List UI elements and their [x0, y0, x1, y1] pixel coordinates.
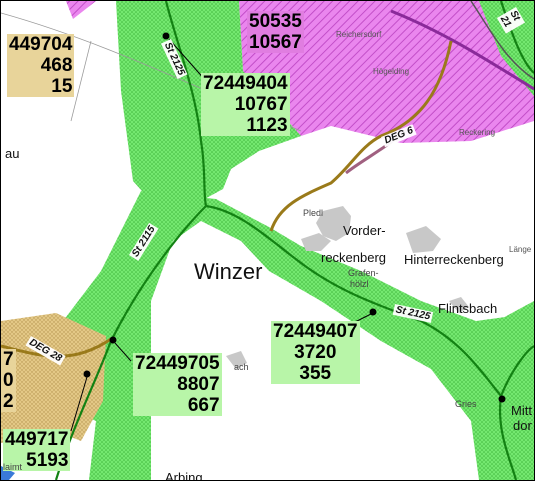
place-pledl[interactable]: Pledl	[303, 208, 324, 218]
code-label-far-left: 7 0 2	[1, 349, 16, 412]
place-lange[interactable]: Länge	[509, 245, 532, 254]
rail-line-2	[470, 1, 534, 80]
code-line: 468	[7, 55, 75, 76]
code-line: 5193	[3, 450, 71, 471]
place-haimt[interactable]: laimt	[3, 462, 23, 472]
settlement-areas	[226, 206, 469, 369]
code-line: 72449407	[271, 321, 360, 342]
code-line: 3720	[271, 342, 360, 363]
place-bach[interactable]: ach	[234, 362, 249, 372]
code-line: 10567	[247, 32, 304, 53]
place-reckenberg[interactable]: reckenberg	[321, 250, 387, 265]
code-line: 1123	[201, 115, 290, 136]
place-reckering[interactable]: Reckering	[459, 128, 496, 137]
code-line: 10767	[201, 94, 290, 115]
junction-dots	[83, 32, 506, 403]
code-line: 667	[133, 395, 222, 416]
code-line: 50535	[247, 11, 304, 32]
place-winzer[interactable]: Winzer	[194, 259, 263, 284]
place-mitterndorf-1[interactable]: Mitt	[511, 403, 532, 418]
code-label-center-top: 72449404 10767 1123	[201, 73, 290, 136]
code-line: 449717	[3, 429, 71, 450]
code-label-bottom-center: 72449705 8807 667	[133, 353, 222, 416]
place-flintsbach[interactable]: Flintsbach	[438, 301, 498, 316]
code-line: 7	[1, 349, 16, 370]
place-arbing[interactable]: Arbing	[165, 470, 203, 481]
place-grafenholzl-1[interactable]: Grafen-	[348, 268, 379, 278]
place-gries[interactable]: Gries	[455, 399, 477, 409]
protected-area-tan	[1, 313, 106, 443]
place-hinterreckenberg[interactable]: Hinterreckenberg	[404, 252, 504, 267]
rail-line	[390, 9, 534, 91]
code-label-bottom-left: 449717 5193	[3, 429, 71, 471]
code-line: 15	[7, 76, 75, 97]
protected-area-magenta	[66, 1, 534, 143]
code-label-top-magenta: 50535 10567	[247, 11, 304, 53]
code-line: 0	[1, 370, 16, 391]
place-vorder[interactable]: Vorder-	[343, 223, 386, 238]
place-grafenholzl-2[interactable]: hölzl	[350, 279, 369, 289]
code-line: 72449705	[133, 353, 222, 374]
code-line: 355	[271, 363, 360, 384]
code-line: 8807	[133, 374, 222, 395]
code-label-top-left: 449704 468 15	[7, 34, 75, 97]
road-deg6	[269, 40, 453, 232]
place-reichersdorf[interactable]: Reichersdorf	[336, 30, 382, 39]
code-label-bottom-right: 72449407 3720 355	[271, 321, 360, 384]
place-au[interactable]: au	[5, 146, 20, 161]
place-mitterndorf-2[interactable]: dor	[513, 418, 532, 433]
code-line: 449704	[7, 34, 75, 55]
code-line: 2	[1, 391, 16, 412]
place-hoegelding[interactable]: Högelding	[373, 67, 410, 76]
code-line: 72449404	[201, 73, 290, 94]
